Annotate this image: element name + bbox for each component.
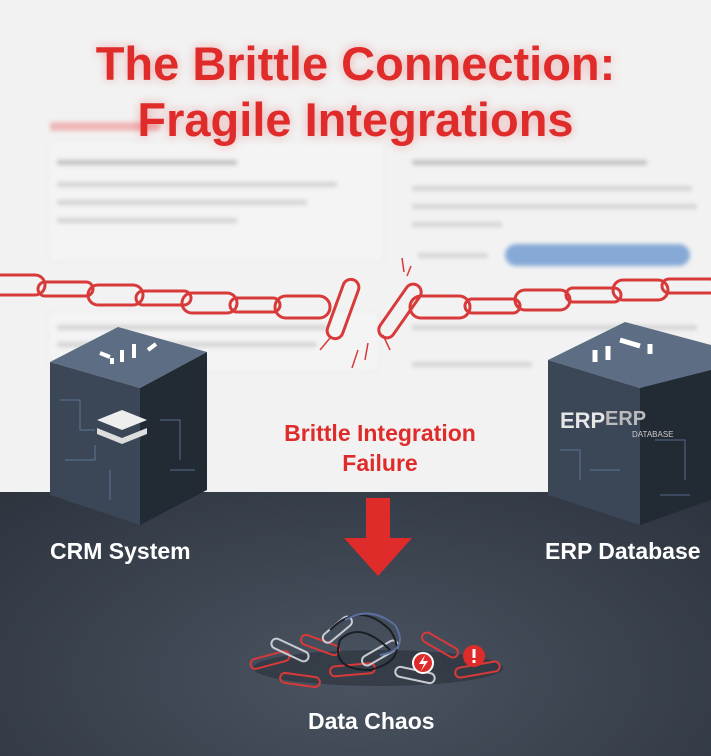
dark-floor (0, 492, 711, 756)
blurred-app-screenshot (48, 122, 697, 372)
lightning-alert-icon (412, 652, 434, 674)
broken-chain (0, 257, 711, 369)
erp-cube-icon: ERP ERP DATABASE (548, 322, 711, 525)
chain-left (0, 273, 361, 341)
failure-label-line-2: Failure (342, 450, 418, 476)
warning-alert-icon (463, 645, 485, 667)
title-line-1: The Brittle Connection: (95, 37, 616, 90)
title-line-2: Fragile Integrations (137, 93, 574, 146)
down-arrow-icon (344, 498, 412, 576)
break-spark-lines (319, 257, 412, 369)
crm-system-label: CRM System (50, 538, 191, 564)
failure-label: Brittle Integration Failure (230, 418, 530, 478)
svg-text:ERP: ERP (605, 408, 646, 430)
data-chaos-label: Data Chaos (308, 708, 435, 734)
failure-label-line-1: Brittle Integration (284, 420, 476, 446)
chain-right (377, 277, 711, 340)
svg-text:ERP: ERP (560, 408, 605, 433)
erp-database-label: ERP Database (545, 538, 701, 564)
crm-cube-icon (50, 327, 207, 525)
svg-text:DATABASE: DATABASE (632, 430, 674, 439)
